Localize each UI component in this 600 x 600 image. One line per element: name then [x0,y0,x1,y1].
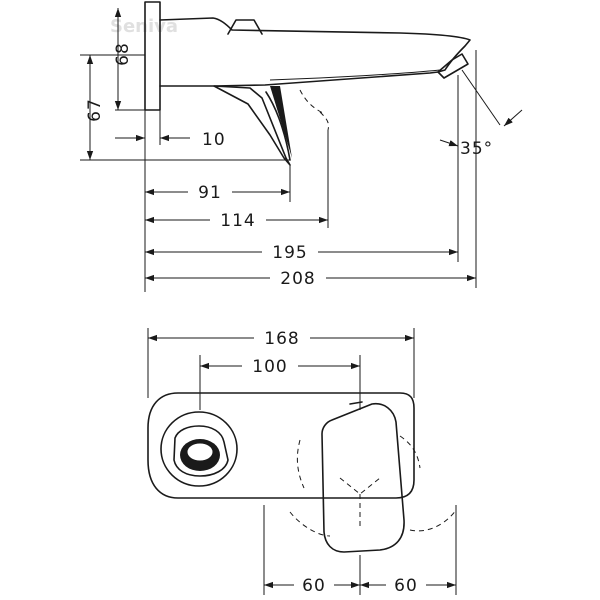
front-view: 168 100 60 60 [147,326,457,596]
dim-68-label: 68 [113,42,133,66]
watermark-text: Seniva [110,16,178,37]
dim-100-bg [242,354,298,376]
dim-91-bg [188,180,232,202]
angle-arrow-left [439,139,459,147]
cover-plate [147,392,415,499]
dim-91-label: 91 [198,183,222,203]
spout-outlet [160,411,238,487]
handle-front [321,402,405,553]
handle-tip [270,86,292,158]
rotation-arc-4 [289,511,331,537]
angle-label: 35° [460,139,493,159]
dim-60-left-label: 60 [302,576,326,596]
dim-208-label: 208 [280,269,315,289]
angle-arrow-right [503,109,523,127]
dim-208-bg [270,266,326,288]
dim-100-label: 100 [252,357,287,377]
handle-edge [265,91,291,161]
dim-67-label: 67 [85,98,105,122]
dim-195-label: 195 [272,243,307,263]
dim-168-bg [254,326,310,348]
dim-114-label: 114 [220,211,255,231]
dim-60-left-bg [294,573,334,595]
rotation-chevron [339,477,381,495]
wall-plate [144,1,161,111]
rotation-arc-5 [399,435,421,469]
spout [159,17,471,87]
rotation-arc-3 [296,439,305,489]
dim-10-label: 10 [202,130,226,150]
dim-60-right-label: 60 [394,576,418,596]
rotation-arc-6 [409,509,457,532]
dim-60-right-bg [386,573,426,595]
dim-114-bg [210,208,266,230]
dim-195-bg [262,240,318,262]
rotation-arc-2 [319,111,329,131]
side-view: 68 67 10 91 114 195 208 35° [80,1,523,292]
rotation-arc-1 [299,89,326,115]
angle-ref-line [461,69,501,126]
dim-168-label: 168 [264,329,299,349]
